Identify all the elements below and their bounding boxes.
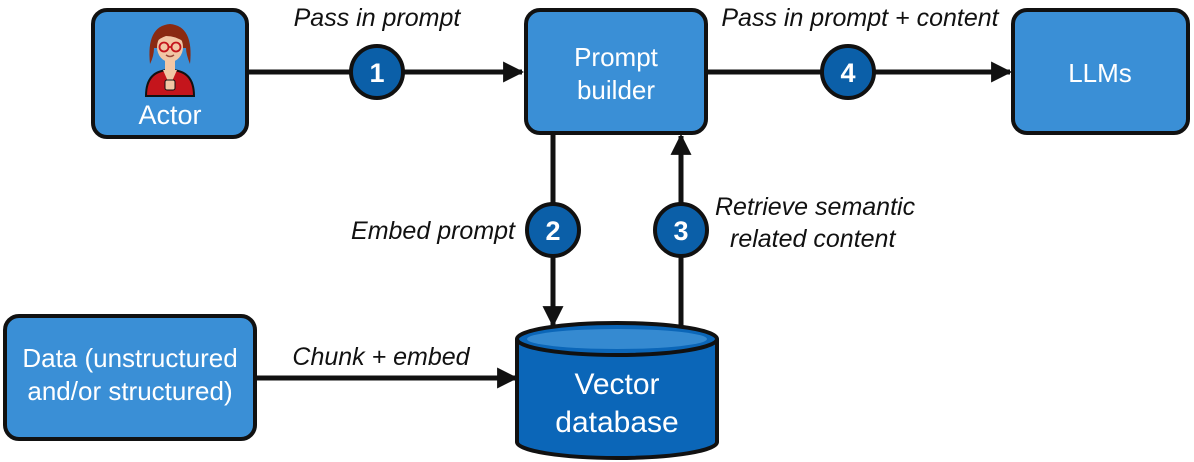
step-badge-4: 4	[820, 44, 876, 100]
edge-label-retrieve-line2: related content	[730, 225, 896, 253]
data-label-line1: Data (unstructured	[22, 343, 237, 373]
data-node: Data (unstructured and/or structured)	[3, 314, 257, 441]
vector-database-label-line2: database	[555, 406, 678, 439]
step-number-3: 3	[673, 216, 688, 246]
vector-database-label-line1: Vector	[574, 368, 659, 401]
llms-label: LLMs	[1068, 58, 1132, 88]
llms-node: LLMs	[1011, 8, 1190, 135]
prompt-builder-label-line1: Prompt	[574, 42, 659, 72]
prompt-builder-label-line2: builder	[577, 75, 655, 105]
step-badge-2: 2	[525, 202, 581, 258]
step-number-1: 1	[369, 58, 384, 88]
edge-label-pass-in-prompt: Pass in prompt	[294, 4, 462, 32]
person-icon	[144, 24, 196, 97]
vector-database-node: Vector database	[515, 321, 719, 460]
edge-label-retrieve-line1: Retrieve semantic	[715, 193, 916, 221]
step-number-2: 2	[545, 216, 560, 246]
step-badge-3: 3	[653, 202, 709, 258]
prompt-builder-node: Prompt builder	[524, 8, 708, 135]
step-number-4: 4	[840, 58, 855, 88]
data-label-line2: and/or structured)	[27, 376, 232, 406]
edge-label-chunk-embed: Chunk + embed	[292, 343, 470, 371]
step-badge-1: 1	[349, 44, 405, 100]
actor-label: Actor	[138, 100, 201, 130]
edge-label-embed-prompt: Embed prompt	[351, 217, 516, 245]
edge-label-pass-in-prompt-content: Pass in prompt + content	[721, 4, 999, 32]
actor-node: Actor	[91, 8, 249, 139]
